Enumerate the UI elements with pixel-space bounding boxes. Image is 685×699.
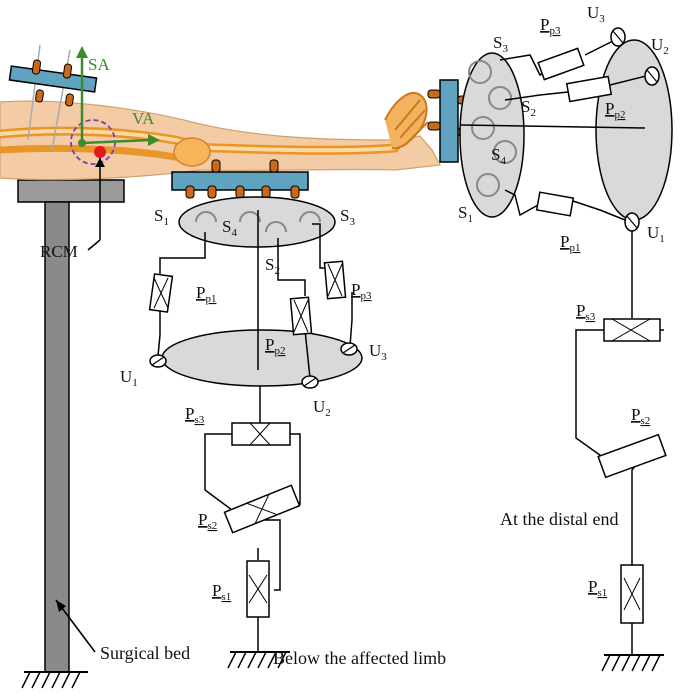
left-pp1-label: Pp1 — [196, 283, 216, 305]
left-u2-label: U2 — [313, 397, 331, 419]
right-s2-label: S2 — [521, 97, 536, 119]
left-ps2-label: Ps2 — [198, 510, 217, 532]
surgical-bed — [17, 179, 125, 689]
left-ps1-label: Ps1 — [212, 581, 231, 603]
right-s3-label: S3 — [493, 33, 508, 55]
rcm-label: RCM — [40, 242, 78, 261]
left-u1-label: U1 — [120, 367, 138, 389]
proximal-clamp — [8, 44, 98, 151]
right-s1-label: S1 — [458, 203, 473, 225]
right-pp1-label: Pp1 — [560, 232, 580, 254]
left-s3-label: S3 — [340, 206, 355, 228]
right-ps2-label: Ps2 — [631, 405, 650, 427]
left-s4-label: S4 — [222, 217, 237, 239]
below-caption: Below the affected limb — [273, 648, 446, 668]
left-ps3-label: Ps3 — [185, 404, 205, 426]
va-axis-label: VA — [132, 109, 155, 128]
rcm-axes — [70, 46, 160, 251]
right-ps3-label: Ps3 — [576, 301, 596, 323]
right-pp3-label: Pp3 — [540, 15, 561, 37]
distal-mechanism — [427, 27, 673, 672]
sa-axis-label: SA — [88, 55, 110, 74]
left-s2-label: S2 — [265, 255, 280, 277]
left-s1-label: S1 — [154, 206, 169, 228]
right-ps1-label: Ps1 — [588, 577, 607, 599]
distal-caption: At the distal end — [500, 509, 618, 529]
right-u2-label: U2 — [651, 35, 669, 57]
left-pp2-label: Pp2 — [265, 335, 285, 357]
affected-limb — [0, 92, 441, 181]
right-pp2-label: Pp2 — [605, 99, 625, 121]
below-limb-mechanism — [148, 159, 363, 669]
left-u3-label: U3 — [369, 341, 387, 363]
left-pp3-label: Pp3 — [351, 280, 372, 302]
right-u3-label: U3 — [587, 3, 605, 25]
right-s4-label: S4 — [491, 145, 506, 167]
bed-caption: Surgical bed — [100, 643, 190, 663]
right-u1-label: U1 — [647, 223, 665, 245]
